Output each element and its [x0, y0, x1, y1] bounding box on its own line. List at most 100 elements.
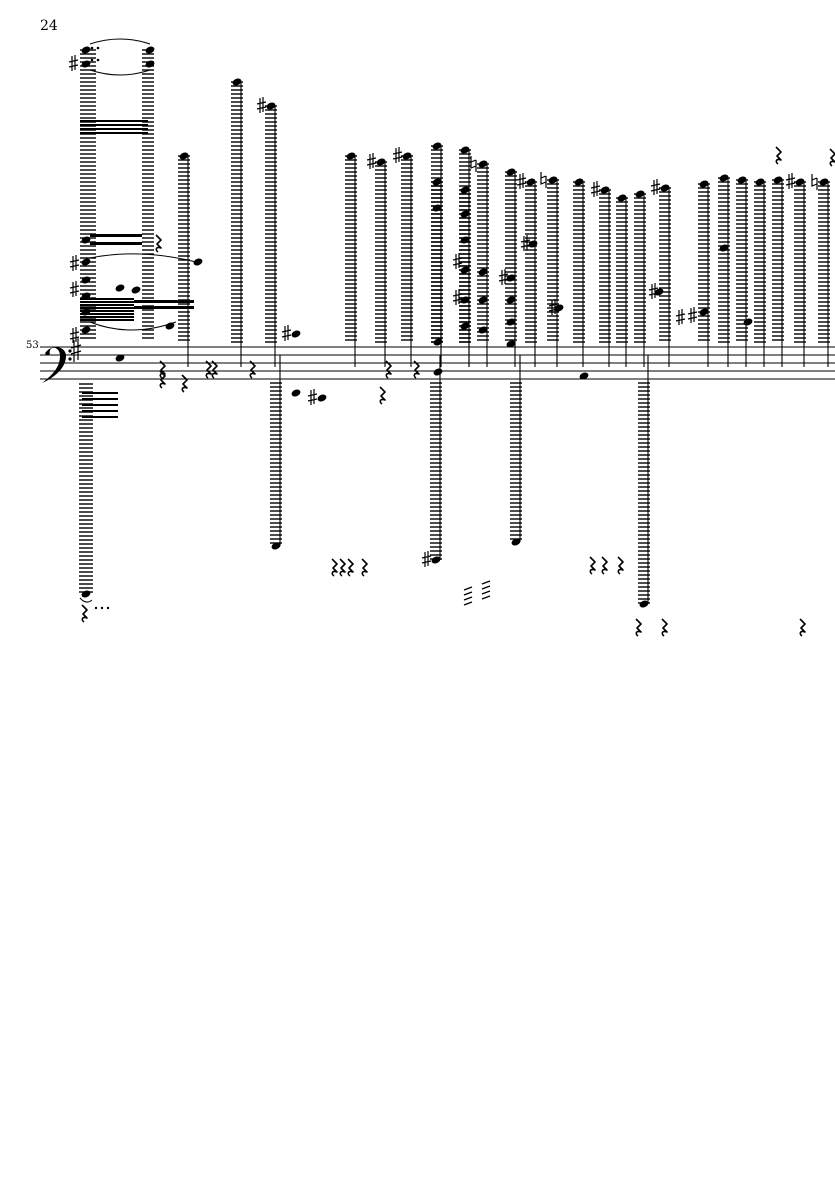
tremolo-mark	[481, 580, 491, 585]
beam	[134, 306, 194, 309]
tie-curve	[79, 597, 93, 603]
notehead	[81, 258, 91, 266]
notehead	[165, 322, 175, 330]
sharp-icon	[69, 327, 80, 343]
notehead	[81, 46, 91, 54]
tremolo-mark	[481, 590, 491, 595]
quarter-rest-icon	[385, 360, 392, 379]
notehead	[639, 600, 649, 608]
beam	[80, 307, 134, 309]
sharp-icon	[256, 97, 267, 113]
notehead	[291, 330, 301, 338]
notehead	[719, 174, 729, 182]
notehead	[81, 276, 91, 284]
beam	[82, 410, 118, 412]
notehead	[478, 296, 488, 304]
quarter-rest-icon	[81, 604, 88, 623]
notehead	[432, 142, 442, 150]
beam	[90, 242, 142, 245]
quarter-rest-icon	[589, 556, 596, 575]
notehead	[506, 274, 516, 282]
beam	[80, 128, 148, 130]
measure-number: 53	[26, 340, 39, 351]
notehead	[506, 340, 516, 348]
sharp-icon	[687, 307, 698, 323]
sharp-icon	[392, 147, 403, 163]
notehead	[819, 178, 829, 186]
beam	[82, 392, 118, 394]
quarter-rest-icon	[249, 360, 256, 379]
notehead	[81, 60, 91, 68]
beam	[134, 300, 194, 303]
notehead	[460, 266, 470, 274]
dot	[90, 58, 94, 62]
notehead	[460, 186, 470, 194]
notehead	[402, 152, 412, 160]
beam	[82, 404, 118, 406]
beam	[80, 132, 148, 134]
notehead	[548, 176, 558, 184]
beam	[80, 124, 148, 126]
notehead	[773, 176, 783, 184]
sharp-icon	[785, 173, 796, 189]
notehead	[506, 168, 516, 176]
notehead	[317, 394, 327, 402]
quarter-rest-icon	[331, 558, 338, 577]
notehead	[346, 152, 356, 160]
tie-curve	[89, 38, 151, 45]
notehead	[460, 322, 470, 330]
quarter-rest-icon	[635, 618, 642, 637]
notehead	[511, 538, 521, 546]
beam	[80, 301, 134, 303]
sharp-icon	[452, 253, 463, 269]
notehead	[81, 590, 91, 598]
quarter-rest-icon	[181, 374, 188, 393]
quarter-rest-icon	[159, 370, 166, 389]
dot	[96, 46, 100, 50]
notehead	[460, 236, 470, 244]
notehead	[699, 180, 709, 188]
notehead	[115, 284, 125, 292]
quarter-rest-icon	[347, 558, 354, 577]
sharp-icon	[421, 551, 432, 567]
notehead	[795, 178, 805, 186]
notehead	[506, 296, 516, 304]
notehead	[433, 338, 443, 346]
dot	[100, 606, 104, 610]
quarter-rest-icon	[799, 618, 806, 637]
notehead	[81, 236, 91, 244]
beam	[82, 398, 118, 400]
notehead	[432, 204, 442, 212]
notehead	[81, 326, 91, 334]
notehead	[266, 102, 276, 110]
page-number: 24	[40, 18, 58, 34]
beam	[80, 310, 134, 312]
notehead	[600, 186, 610, 194]
notehead	[574, 178, 584, 186]
sharp-icon	[69, 255, 80, 271]
tremolo-mark	[463, 601, 473, 606]
quarter-rest-icon	[159, 360, 166, 379]
notehead	[460, 210, 470, 218]
notehead	[478, 268, 488, 276]
natural-icon	[811, 174, 818, 190]
dot	[106, 606, 110, 610]
notehead	[635, 190, 645, 198]
beam	[80, 120, 148, 122]
notehead	[743, 318, 753, 326]
quarter-rest-icon	[601, 556, 608, 575]
sharp-icon	[68, 55, 79, 71]
dot	[96, 58, 100, 62]
notehead	[579, 372, 589, 380]
sharp-icon	[307, 389, 318, 405]
natural-icon	[540, 172, 547, 188]
notehead	[460, 296, 470, 304]
notehead	[478, 326, 488, 334]
notehead	[131, 286, 141, 294]
sharp-icon	[520, 235, 531, 251]
sharp-icon	[366, 153, 377, 169]
notehead	[431, 556, 441, 564]
notehead	[433, 368, 443, 376]
notation-layer	[68, 38, 835, 637]
